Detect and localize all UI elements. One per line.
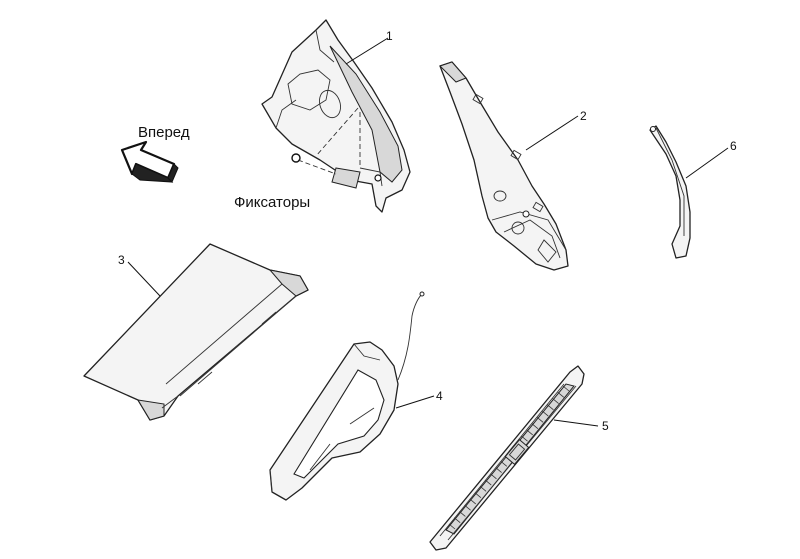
sill-rib: [500, 460, 508, 467]
part-3-cargo-board: [83, 243, 309, 421]
sill-rib: [526, 429, 533, 436]
sill-rib: [552, 398, 559, 404]
callout-5: 5: [602, 419, 609, 433]
fasteners-label: Фиксаторы: [234, 194, 310, 211]
part-5-sill-plate: [429, 365, 585, 551]
sill-rib: [562, 385, 570, 392]
sill-rib: [521, 435, 528, 442]
sill-rib: [485, 479, 492, 486]
callout-6: 6: [730, 139, 737, 153]
sill-rib: [448, 523, 456, 530]
sill-rib: [557, 391, 565, 398]
part-4-frame: [269, 291, 425, 501]
fastener-clip-icon: [291, 153, 301, 163]
sill-rib: [490, 473, 497, 480]
sill-rib: [464, 504, 471, 511]
part-2-pillar-trim: [439, 61, 569, 271]
forward-label: Вперед: [138, 124, 190, 141]
forward-arrow-icon: [120, 140, 179, 183]
sill-rib: [459, 511, 466, 517]
sill-rib: [474, 492, 482, 498]
fastener-clip-icon: [374, 174, 382, 182]
sill-rib: [542, 410, 549, 417]
callout-3: 3: [118, 253, 125, 267]
callout-1: 1: [386, 29, 393, 43]
part-1-quarter-trim: [261, 19, 411, 213]
sill-rib: [479, 486, 487, 492]
sill-rib: [536, 417, 544, 423]
leader-lines: [127, 37, 729, 427]
callout-4: 4: [436, 389, 443, 403]
callout-2: 2: [580, 109, 587, 123]
sill-rib: [495, 467, 502, 473]
part-6-strip: [649, 125, 691, 259]
sill-rib: [469, 498, 476, 505]
sill-rib: [547, 404, 554, 411]
sill-rib: [531, 423, 539, 429]
sill-rib: [453, 517, 461, 524]
